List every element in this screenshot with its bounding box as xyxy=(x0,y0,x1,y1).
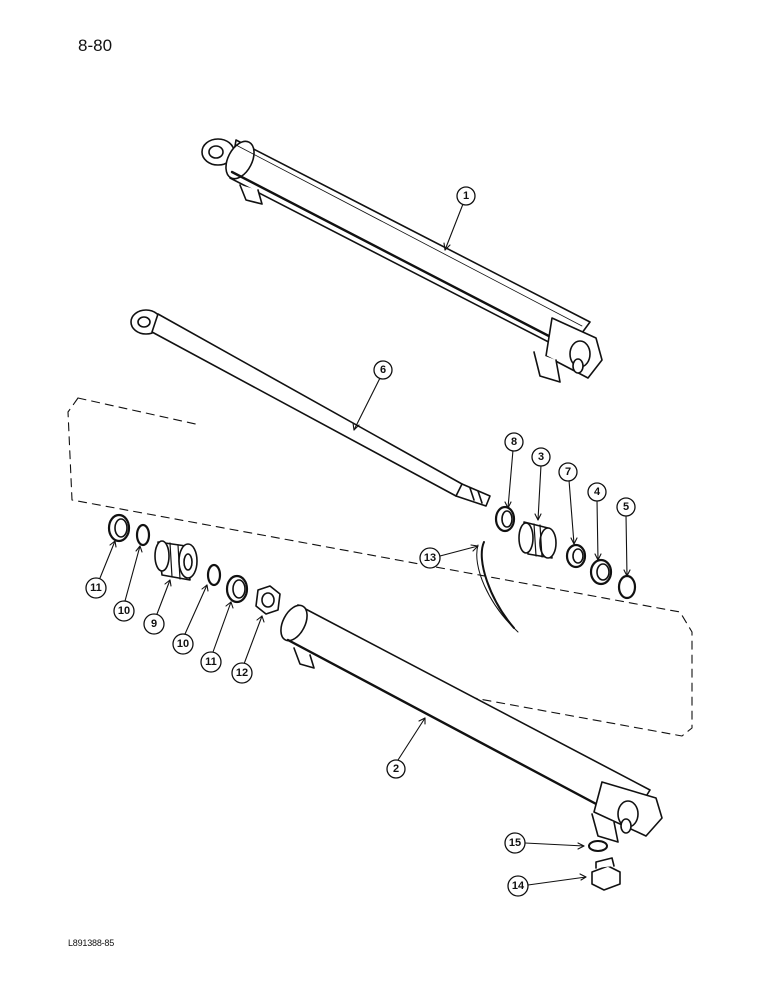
cylinder-barrel-bottom xyxy=(280,604,663,843)
figure-code: L891388-85 xyxy=(68,938,115,948)
callout-label: 11 xyxy=(205,656,217,668)
seal-kit-group-outline-2 xyxy=(77,397,201,426)
callout-9: 9 xyxy=(143,613,165,635)
callout-10-left: 10 xyxy=(113,600,135,622)
callout-1: 1 xyxy=(456,186,476,206)
callout-label: 15 xyxy=(509,837,521,849)
callout-label: 1 xyxy=(463,190,469,202)
part-7-ring xyxy=(565,543,587,569)
part-5-oring xyxy=(617,574,637,600)
callout-label: 8 xyxy=(511,436,517,448)
callout-label: 13 xyxy=(424,552,436,564)
callout-3: 3 xyxy=(531,447,551,467)
part-15-oring xyxy=(588,840,608,852)
part-9-piston xyxy=(154,540,198,581)
callout-5: 5 xyxy=(616,497,636,517)
callout-13: 13 xyxy=(419,547,441,569)
callout-11-left: 11 xyxy=(85,577,107,599)
callout-label: 4 xyxy=(594,486,601,498)
callout-label: 2 xyxy=(393,763,399,775)
callout-11-right: 11 xyxy=(200,651,222,673)
callout-15: 15 xyxy=(504,832,526,854)
callout-label: 7 xyxy=(565,466,571,478)
part-4-ring xyxy=(589,558,613,586)
callout-label: 6 xyxy=(380,364,386,376)
callout-12: 12 xyxy=(231,662,253,684)
callout-label: 3 xyxy=(538,451,544,463)
part-10-oring-right xyxy=(206,563,222,587)
part-8-ring xyxy=(494,505,516,533)
callout-label: 14 xyxy=(512,880,525,892)
part-14-plug xyxy=(591,857,621,891)
piston-rod xyxy=(130,309,491,507)
page-number: 8-80 xyxy=(78,36,113,55)
part-11-ring-right xyxy=(225,574,249,604)
callout-label: 9 xyxy=(151,618,157,630)
cylinder-barrel-top xyxy=(201,138,603,383)
callout-4: 4 xyxy=(587,482,607,502)
callout-10-right: 10 xyxy=(172,633,194,655)
callout-7: 7 xyxy=(558,462,578,482)
seal-kit-group-outline xyxy=(67,397,693,737)
callouts: 1 6 8 3 7 4 5 13 11 10 9 10 11 12 2 15 1… xyxy=(85,186,636,897)
callout-2: 2 xyxy=(386,759,406,779)
callout-14: 14 xyxy=(507,875,529,897)
callout-label: 10 xyxy=(118,605,130,617)
part-13-wire-ring xyxy=(476,541,519,633)
callout-8: 8 xyxy=(504,432,524,452)
part-10-oring-left xyxy=(135,523,151,547)
callout-label: 10 xyxy=(177,638,189,650)
callout-label: 5 xyxy=(623,501,629,513)
part-11-ring-left xyxy=(107,513,131,543)
callout-6: 6 xyxy=(373,360,393,380)
part-3-gland xyxy=(518,521,557,559)
callout-label: 11 xyxy=(90,582,102,594)
leader-lines xyxy=(99,203,631,886)
part-12-nut xyxy=(255,585,281,615)
callout-label: 12 xyxy=(236,667,248,679)
